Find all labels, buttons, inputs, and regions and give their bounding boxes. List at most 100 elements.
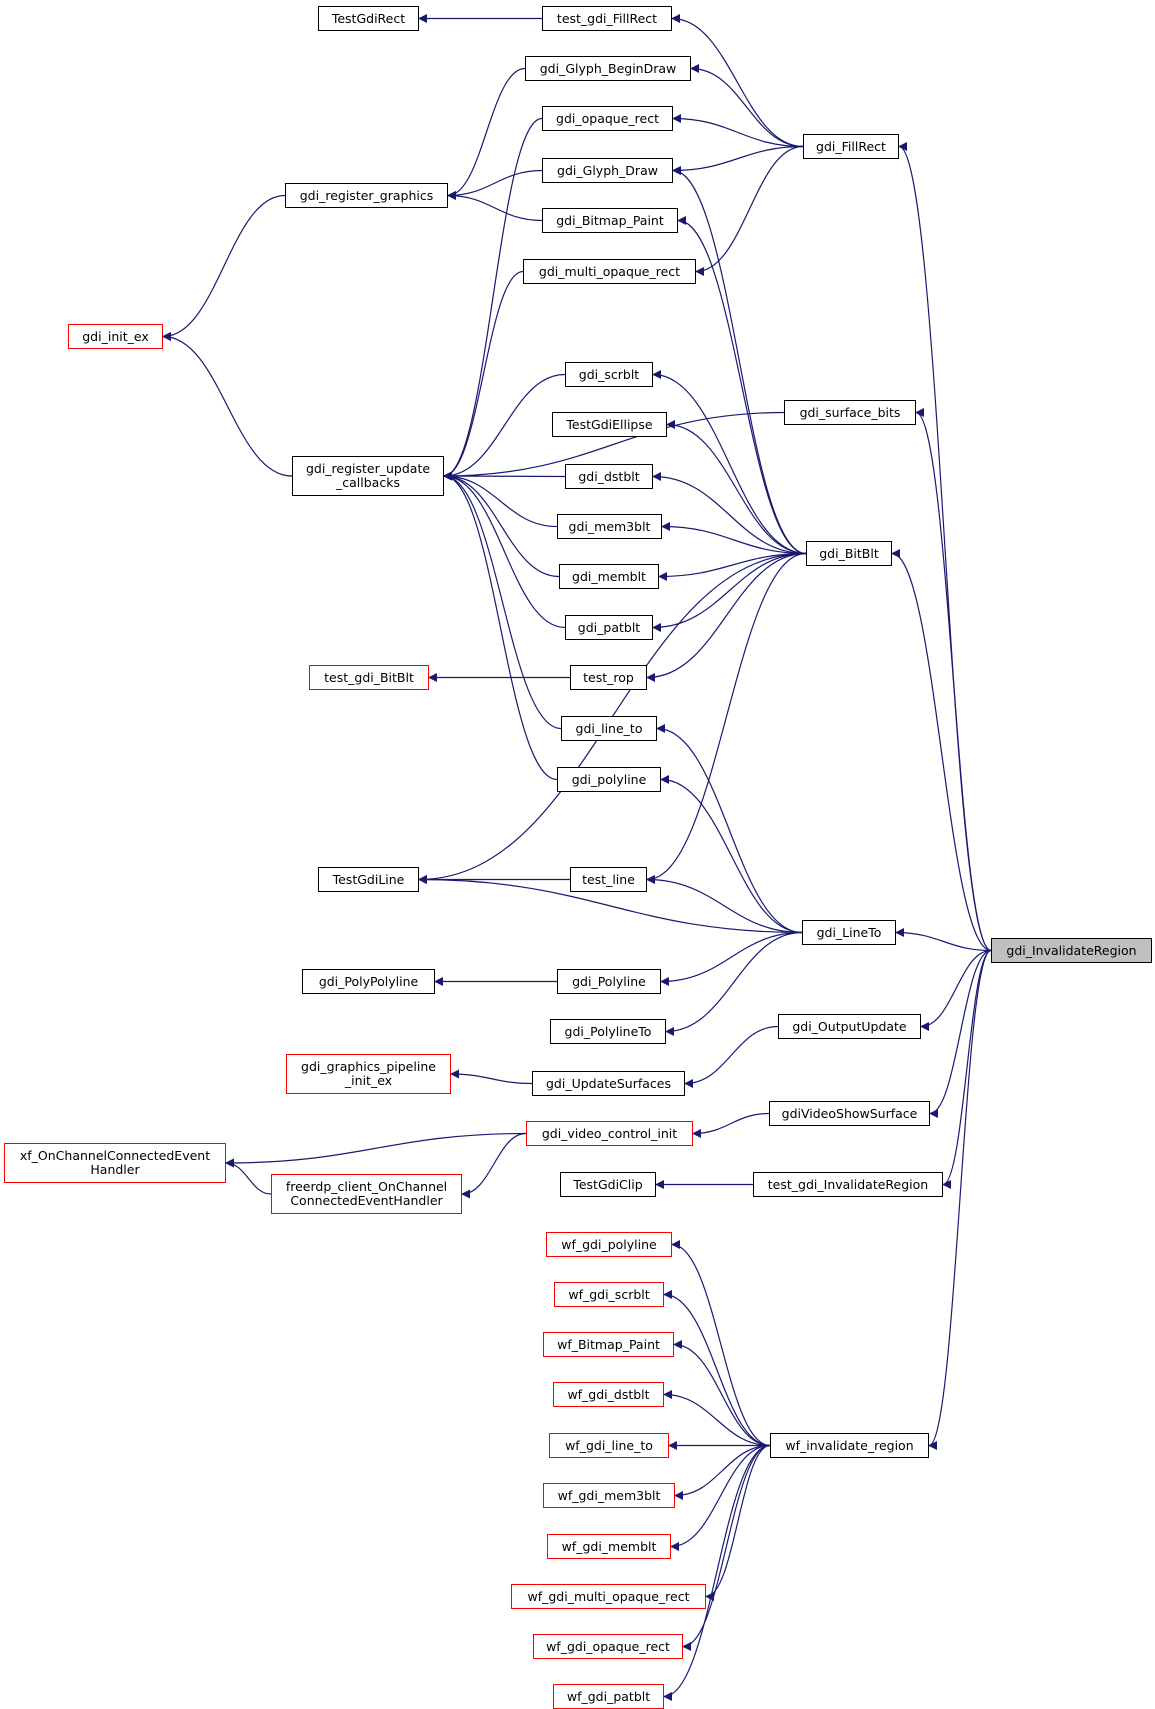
node-gdivideoshowsurface[interactable]: gdiVideoShowSurface [769,1101,930,1126]
node-gdi-polylineto[interactable]: gdi_PolylineTo [550,1019,666,1044]
node-gdi-polypolyline[interactable]: gdi_PolyPolyline [302,969,435,994]
edge-wf-gdi-dstblt-to-wf-invalidate-region [663,1390,771,1447]
node-test-line[interactable]: test_line [570,867,647,892]
edge-wf-gdi-patblt-to-wf-invalidate-region [663,1444,771,1701]
node-wf-gdi-dstblt[interactable]: wf_gdi_dstblt [553,1382,664,1407]
edge-gdi-polyline-to-gdi-lineto [660,931,803,986]
edge-test-gdi-fillrect-to-gdi-fillrect [671,14,804,148]
edge-gdi-glyph-draw-to-gdi-fillrect [672,145,804,175]
node-wf-gdi-mem3blt[interactable]: wf_gdi_mem3blt [543,1483,675,1508]
edge-gdi-register-update-callbacks-to-gdi-surface-bits [443,411,785,481]
node-testgdirect[interactable]: TestGdiRect [318,6,419,31]
node-test-gdi-bitblt[interactable]: test_gdi_BitBlt [309,665,429,690]
edge-gdi-polylineto-to-gdi-lineto [665,931,803,1036]
edge-wf-bitmap-paint-to-wf-invalidate-region [673,1340,771,1447]
edge-wf-invalidate-region-to-gdi-invalidateregion [928,949,992,1450]
node-gdi-fillrect[interactable]: gdi_FillRect [803,134,899,159]
edge-gdi-line-to-to-gdi-lineto [656,724,803,934]
edge-xf-onchannelconnectedeventhandler-to-freerdp-client-onchannelconnectedeventhandler [225,1158,272,1195]
edge-test-line-to-gdi-lineto [646,875,803,934]
node-gdi-invalidateregion-root: gdi_InvalidateRegion [991,938,1152,963]
edge-gdi-graphics-pipeline-init-ex-to-gdi-updatesurfaces [450,1069,533,1085]
node-gdi-lineto[interactable]: gdi_LineTo [802,920,896,945]
node-gdi-glyph-draw[interactable]: gdi_Glyph_Draw [542,158,673,183]
edge-testgdiellipse-to-gdi-bitblt [666,420,807,555]
node-gdi-patblt[interactable]: gdi_patblt [565,615,653,640]
node-test-rop[interactable]: test_rop [570,665,647,690]
node-gdi-outputupdate[interactable]: gdi_OutputUpdate [778,1014,921,1039]
node-gdi-surface-bits[interactable]: gdi_surface_bits [784,400,916,425]
edge-gdi-scrblt-to-gdi-bitblt [652,370,807,555]
edge-gdi-updatesurfaces-to-gdi-outputupdate [684,1025,779,1088]
edge-gdi-register-update-callbacks-to-gdi-dstblt [443,471,566,481]
edge-wf-gdi-scrblt-to-wf-invalidate-region [663,1290,771,1447]
edge-gdi-outputupdate-to-gdi-invalidateregion [920,949,992,1031]
node-test-gdi-invalidateregion[interactable]: test_gdi_InvalidateRegion [753,1172,943,1197]
edge-gdi-patblt-to-gdi-bitblt [652,552,807,632]
edge-testgdiline-to-gdi-lineto [418,875,803,934]
node-gdi-graphics-pipeline-init-ex[interactable]: gdi_graphics_pipeline _init_ex [286,1054,451,1094]
node-gdi-register-update-callbacks[interactable]: gdi_register_update _callbacks [292,456,444,496]
edge-wf-gdi-opaque-rect-to-wf-invalidate-region [682,1444,771,1651]
node-wf-bitmap-paint[interactable]: wf_Bitmap_Paint [543,1332,674,1357]
edge-xf-onchannelconnectedeventhandler-to-gdi-video-control-init [225,1132,527,1168]
edge-wf-gdi-memblt-to-wf-invalidate-region [670,1444,771,1551]
edge-gdi-register-graphics-to-gdi-glyph-draw [447,169,543,200]
node-wf-gdi-memblt[interactable]: wf_gdi_memblt [547,1534,671,1559]
edge-gdi-register-graphics-to-gdi-glyph-begindraw [447,67,526,200]
node-gdi-glyph-begindraw[interactable]: gdi_Glyph_BeginDraw [525,56,691,81]
node-gdi-register-graphics[interactable]: gdi_register_graphics [285,183,448,208]
node-gdi-dstblt[interactable]: gdi_dstblt [565,464,653,489]
edge-gdi-dstblt-to-gdi-bitblt [652,472,807,555]
edge-gdi-register-update-callbacks-to-gdi-line-to [443,471,562,730]
node-gdi-polyline-upper[interactable]: gdi_Polyline [557,969,661,994]
node-freerdp-client-onchannelconnectedeventhandler[interactable]: freerdp_client_OnChannel ConnectedEventH… [271,1174,462,1214]
edge-gdi-init-ex-to-gdi-register-update-callbacks [162,332,293,477]
edge-gdi-init-ex-to-gdi-register-graphics [162,194,286,341]
node-wf-invalidate-region[interactable]: wf_invalidate_region [770,1433,929,1458]
edge-gdi-glyph-begindraw-to-gdi-fillrect [690,64,804,148]
node-gdi-bitmap-paint[interactable]: gdi_Bitmap_Paint [542,208,678,233]
node-gdi-opaque-rect[interactable]: gdi_opaque_rect [542,106,673,131]
edge-gdivideoshowsurface-to-gdi-invalidateregion [929,949,992,1118]
node-wf-gdi-line-to[interactable]: wf_gdi_line_to [549,1433,669,1458]
node-gdi-bitblt[interactable]: gdi_BitBlt [806,541,892,566]
edge-gdi-register-update-callbacks-to-gdi-opaque-rect [443,117,543,481]
edge-gdi-register-update-callbacks-to-gdi-scrblt [443,373,566,481]
edge-gdi-bitmap-paint-to-gdi-bitblt [677,216,807,555]
node-gdi-multi-opaque-rect[interactable]: gdi_multi_opaque_rect [523,259,696,284]
edge-freerdp-client-onchannelconnectedeventhandler-to-gdi-video-control-init [461,1132,527,1199]
edge-gdi-polyline-to-gdi-lineto [660,775,803,934]
edge-test-rop-to-gdi-bitblt [646,552,807,682]
node-gdi-updatesurfaces[interactable]: gdi_UpdateSurfaces [532,1071,685,1096]
edge-gdi-surface-bits-to-gdi-invalidateregion [915,408,992,952]
node-gdi-line-to[interactable]: gdi_line_to [561,716,657,741]
node-wf-gdi-multi-opaque-rect[interactable]: wf_gdi_multi_opaque_rect [511,1584,706,1609]
node-gdi-scrblt[interactable]: gdi_scrblt [565,362,653,387]
node-test-gdi-fillrect[interactable]: test_gdi_FillRect [542,6,672,31]
edge-gdi-opaque-rect-to-gdi-fillrect [672,114,804,148]
node-xf-onchannelconnectedeventhandler[interactable]: xf_OnChannelConnectedEvent Handler [4,1143,226,1183]
node-gdi-init-ex[interactable]: gdi_init_ex [68,324,163,349]
node-wf-gdi-scrblt[interactable]: wf_gdi_scrblt [554,1282,664,1307]
edge-gdi-register-graphics-to-gdi-bitmap-paint [447,191,543,222]
node-gdi-mem3blt[interactable]: gdi_mem3blt [557,514,662,539]
node-gdi-video-control-init[interactable]: gdi_video_control_init [526,1121,693,1146]
node-gdi-polyline[interactable]: gdi_polyline [557,767,661,792]
edge-gdi-register-update-callbacks-to-gdi-mem3blt [443,471,558,528]
edge-gdi-register-update-callbacks-to-gdi-polyline [443,471,558,781]
node-testgdiellipse[interactable]: TestGdiEllipse [552,412,667,437]
edge-gdi-register-update-callbacks-to-gdi-multi-opaque-rect [443,270,524,481]
node-testgdiline[interactable]: TestGdiLine [318,867,419,892]
edge-test-gdi-invalidateregion-to-gdi-invalidateregion [942,949,992,1189]
node-testgdiclip[interactable]: TestGdiClip [560,1172,656,1197]
node-wf-gdi-opaque-rect[interactable]: wf_gdi_opaque_rect [533,1634,683,1659]
node-wf-gdi-patblt[interactable]: wf_gdi_patblt [553,1684,664,1709]
node-wf-gdi-polyline[interactable]: wf_gdi_polyline [546,1232,672,1257]
edge-gdi-lineto-to-gdi-invalidateregion [895,928,992,952]
edge-gdi-register-update-callbacks-to-gdi-patblt [443,471,566,629]
node-gdi-memblt[interactable]: gdi_memblt [559,564,659,589]
edge-gdi-video-control-init-to-gdivideoshowsurface [692,1112,770,1138]
edge-wf-gdi-mem3blt-to-wf-invalidate-region [674,1444,771,1500]
